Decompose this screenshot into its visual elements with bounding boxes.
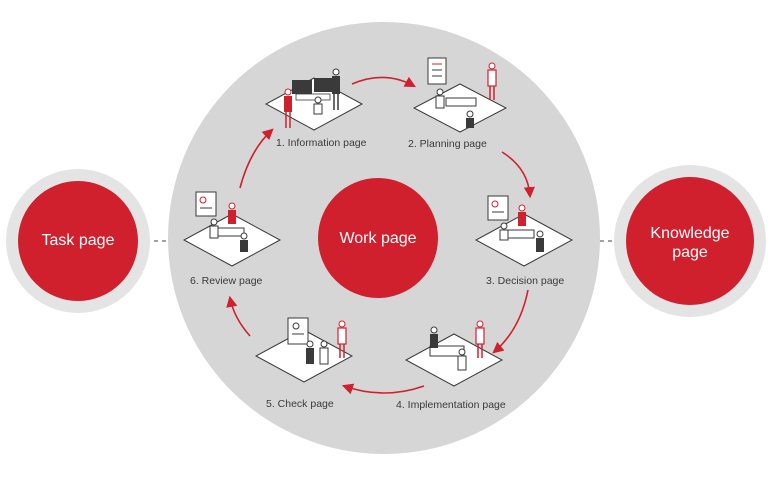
work-page-label: Work page (339, 230, 417, 247)
step-label-information: 1. Information page (276, 137, 367, 149)
work-page-circle[interactable] (318, 178, 438, 298)
check-scene-illustration (254, 317, 354, 383)
arrow-2-to-3 (501, 151, 535, 199)
step-label-review: 6. Review page (190, 275, 263, 287)
task-page-circle[interactable] (18, 181, 138, 301)
arrow-3-to-4 (492, 289, 529, 354)
knowledge-page-label: Knowledge page (630, 224, 750, 262)
review-scene-illustration (182, 191, 282, 267)
arrow-1-to-2 (351, 76, 416, 88)
step-label-implementation: 4. Implementation page (396, 399, 506, 411)
implementation-scene-illustration (404, 320, 504, 387)
planning-scene-illustration (412, 57, 508, 133)
arrow-4-to-5 (341, 383, 425, 395)
information-scene-illustration (264, 68, 364, 131)
step-label-planning: 2. Planning page (408, 138, 487, 150)
task-page-label: Task page (41, 232, 115, 249)
decision-scene-illustration (474, 195, 574, 267)
knowledge-page-circle[interactable] (626, 177, 754, 305)
knowledge-page-label-line1: Knowledge (650, 225, 730, 242)
step-label-check: 5. Check page (266, 398, 334, 410)
arrow-6-to-1 (239, 128, 274, 189)
arrow-5-to-6 (226, 295, 251, 337)
knowledge-page-label-line2: page (672, 244, 708, 261)
step-label-decision: 3. Decision page (486, 275, 565, 287)
